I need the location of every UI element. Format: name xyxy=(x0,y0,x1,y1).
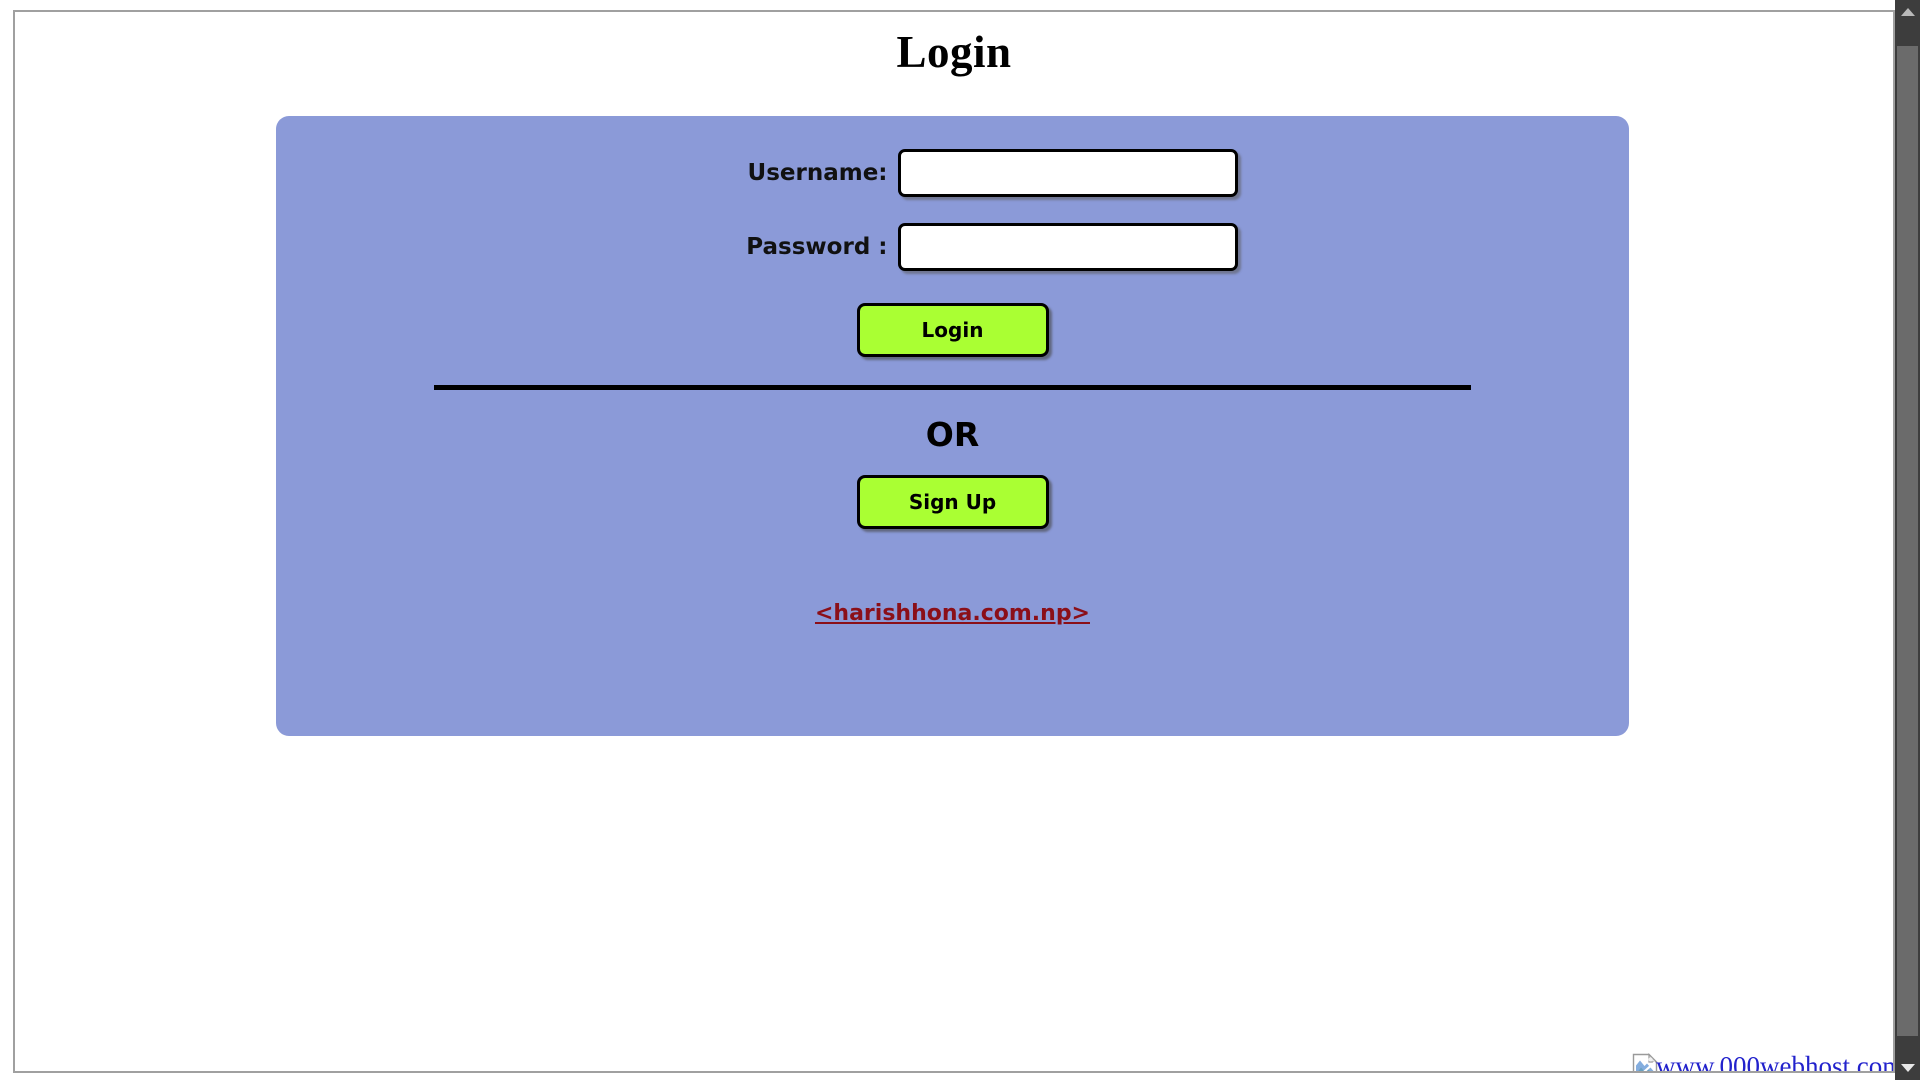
username-field-row: Username: xyxy=(276,149,1629,197)
site-link-container: <harishhona.com.np> xyxy=(276,601,1629,626)
scrollbar-track[interactable] xyxy=(1895,24,1920,1056)
page-title: Login xyxy=(896,27,1012,77)
username-label: Username: xyxy=(747,160,888,186)
signup-button[interactable]: Sign Up xyxy=(856,475,1049,529)
login-panel: Username: Password : Login OR Sign Up <h… xyxy=(276,116,1629,736)
scrollbar-down-button[interactable] xyxy=(1895,1056,1920,1080)
host-badge[interactable]: www.000webhost.com xyxy=(1632,1051,1895,1073)
or-separator-label: OR xyxy=(925,415,980,454)
vertical-scrollbar[interactable] xyxy=(1895,0,1920,1080)
login-button[interactable]: Login xyxy=(856,303,1049,357)
scrollbar-up-button[interactable] xyxy=(1895,0,1920,24)
section-divider xyxy=(434,385,1471,390)
chevron-up-icon xyxy=(1900,8,1915,16)
broken-image-icon xyxy=(1632,1053,1658,1071)
password-field-row: Password : xyxy=(276,223,1629,271)
signup-button-container: Sign Up xyxy=(276,475,1629,529)
scrollbar-thumb[interactable] xyxy=(1897,46,1918,1036)
site-link[interactable]: <harishhona.com.np> xyxy=(814,601,1090,626)
password-label: Password : xyxy=(746,234,888,260)
host-badge-link[interactable]: www.000webhost.com xyxy=(1656,1051,1895,1073)
username-input[interactable] xyxy=(897,149,1238,197)
chevron-down-icon xyxy=(1900,1064,1915,1072)
login-button-container: Login xyxy=(276,303,1629,357)
password-input[interactable] xyxy=(897,223,1238,271)
page-content-frame: Login Username: Password : Login OR Sign… xyxy=(13,10,1895,1073)
